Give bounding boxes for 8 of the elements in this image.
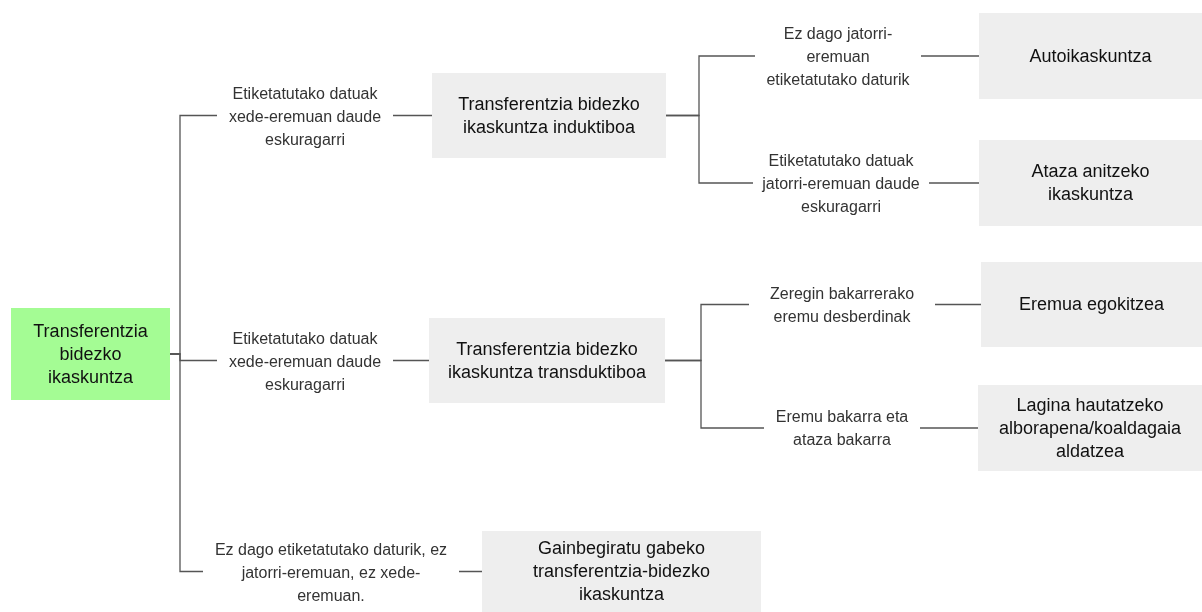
category-box: Transferentzia bidezko ikaskuntza transduktiboa <box>429 318 665 403</box>
category-box: Eremua egokitzea <box>981 262 1202 347</box>
category-box: Transferentzia bidezko ikaskuntza induktiboa <box>432 73 666 158</box>
category-box: Autoikaskuntza <box>979 13 1202 99</box>
category-box: Gainbegiratu gabeko transferentzia-bidezko ikaskuntza <box>482 531 761 612</box>
category-box: Lagina hautatzeko alborapena/koaldagaia aldatzea <box>978 385 1202 471</box>
category-box: Ataza anitzeko ikaskuntza <box>979 140 1202 226</box>
root-box: Transferentzia bidezko ikaskuntza <box>11 308 170 400</box>
